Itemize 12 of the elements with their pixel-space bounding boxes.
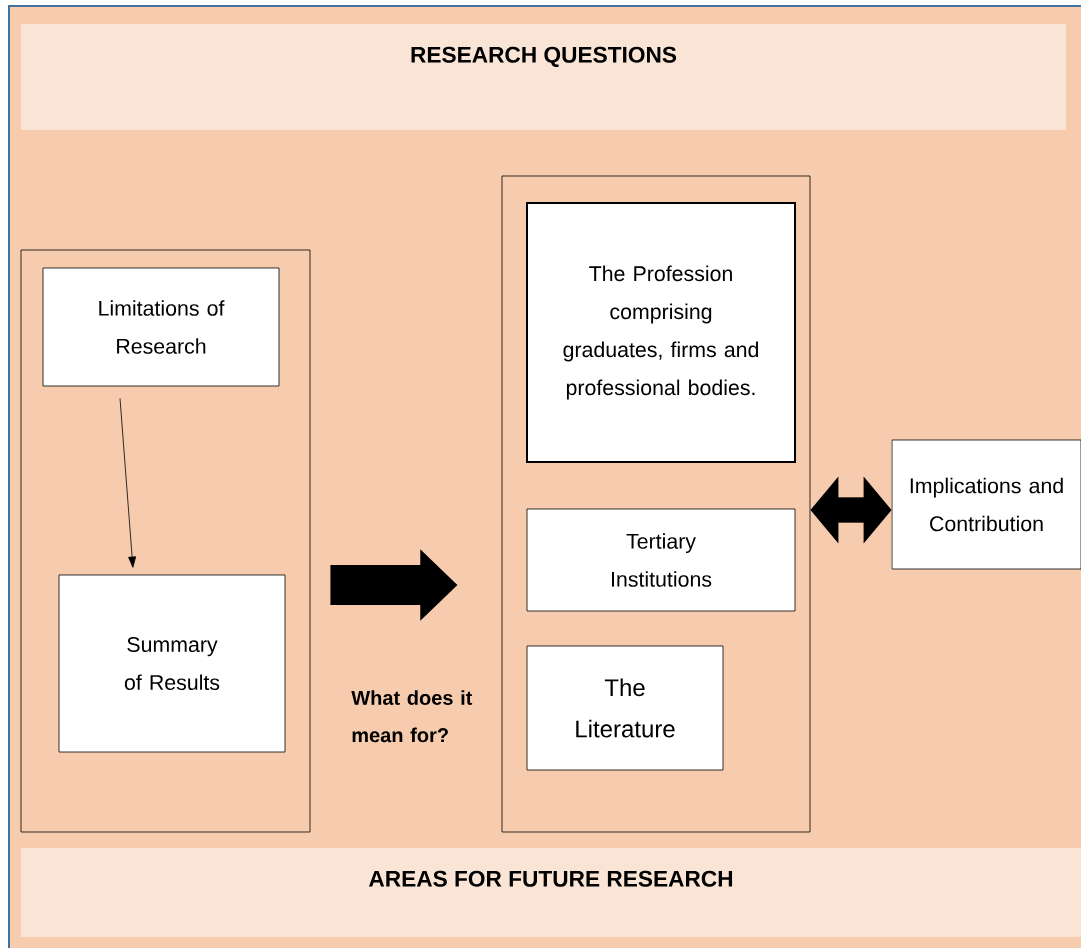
text-box: The Profession comprising graduates, firms and professional bodies. (526, 202, 796, 463)
group-frame (501, 175, 811, 833)
text-box: Summary of Results (58, 574, 286, 753)
note-text: What does it mean for? (351, 690, 473, 743)
arrow (119, 398, 137, 568)
text-box: The Literature (526, 645, 724, 771)
text-box: Limitations of Research (42, 267, 280, 387)
text-box: Tertiary Institutions (526, 508, 796, 612)
heading-band: RESEARCH QUESTIONS (21, 24, 1066, 130)
group-frame (20, 249, 311, 833)
text-box: Implications and Contribution (891, 439, 1081, 570)
heading-band: AREAS FOR FUTURE RESEARCH (21, 848, 1081, 937)
